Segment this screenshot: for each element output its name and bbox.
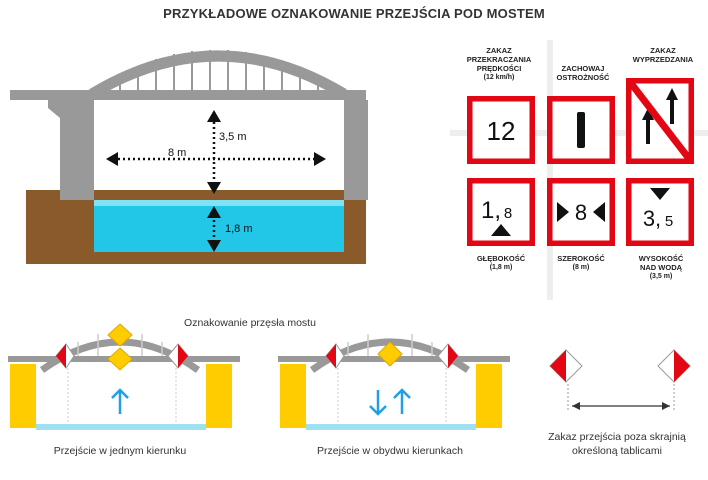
bridge-diagram: 3,5 m 8 m 1,8 m: [10, 50, 368, 264]
depth-value-decimal: 8: [504, 205, 512, 222]
bridge-deck: [10, 90, 366, 100]
right-pier: [344, 100, 368, 200]
two-way-diagram: [278, 334, 510, 430]
width-value: 8: [575, 200, 587, 225]
left-abutment: [280, 364, 306, 428]
yellow-diamond: [377, 341, 403, 367]
caption-prohibition-line1: Zakaz przejścia poza skrajnią: [548, 431, 686, 443]
triangle-right-icon: [557, 202, 569, 222]
one-way-diagram: [8, 323, 240, 430]
right-abutment: [206, 364, 232, 428]
caption-one-way: Przejście w jednym kierunku: [53, 445, 187, 457]
arrow-up-icon: [111, 388, 129, 414]
width-label: 8 m: [168, 147, 186, 159]
width-arrow-left: [106, 152, 118, 166]
caption-prohibition-line2: określoną tablicami: [572, 445, 662, 457]
triangle-up-icon: [491, 224, 511, 236]
width-arrow-right: [314, 152, 326, 166]
depth-sign: 1, 8: [467, 178, 535, 246]
caption-depth: GŁĘBOKOŚĆ(1,8 m): [476, 254, 526, 271]
prohibition-diagram: [549, 349, 691, 412]
height-label: 3,5 m: [219, 131, 247, 143]
height-arrow-up: [207, 110, 221, 122]
triangle-left-icon: [593, 202, 605, 222]
yellow-diamond-bottom: [107, 347, 133, 371]
depth-arrow-down: [207, 240, 221, 252]
clearance-value-main: 3,: [643, 206, 661, 231]
arrow-up-right-icon: [666, 88, 678, 124]
prohibition-slash: [627, 79, 693, 163]
left-abutment: [10, 364, 36, 428]
speed-limit-sign: 12: [467, 96, 535, 164]
caution-bar-icon: [577, 112, 585, 148]
arrow-up-icon: [393, 388, 411, 414]
arrow-up-left-icon: [642, 108, 654, 144]
right-abutment: [476, 364, 502, 428]
depth-label: 1,8 m: [225, 223, 253, 235]
height-arrow-down: [207, 182, 221, 194]
clearance-value-decimal: 5: [665, 213, 673, 230]
page-title: PRZYKŁADOWE OZNAKOWANIE PRZEJŚCIA POD MO…: [163, 6, 545, 21]
width-sign: 8: [547, 178, 615, 246]
span-marking-title: Oznakowanie przęsła mostu: [184, 317, 316, 329]
water-surface: [94, 200, 344, 206]
water: [94, 200, 344, 252]
depth-value-main: 1,: [481, 197, 501, 224]
arrow-down-icon: [369, 390, 387, 416]
no-overtaking-sign: [626, 78, 694, 164]
water-line: [36, 424, 206, 430]
yellow-diamond-top: [107, 323, 133, 347]
caution-sign: [547, 96, 615, 164]
speed-limit-value: 12: [487, 116, 516, 146]
left-pier: [48, 100, 94, 200]
water-line: [306, 424, 476, 430]
bridge-arch: [89, 50, 347, 99]
triangle-down-icon: [650, 188, 670, 200]
caption-width: SZEROKOŚĆ(8 m): [557, 254, 605, 271]
depth-arrow-up: [207, 206, 221, 218]
arch-hangers: [119, 50, 319, 94]
caption-prohibition: Zakaz przejścia poza skrajnią określoną …: [528, 430, 706, 458]
clearance-sign: 3, 5: [626, 178, 694, 246]
caption-two-way: Przejście w obydwu kierunkach: [317, 445, 463, 457]
